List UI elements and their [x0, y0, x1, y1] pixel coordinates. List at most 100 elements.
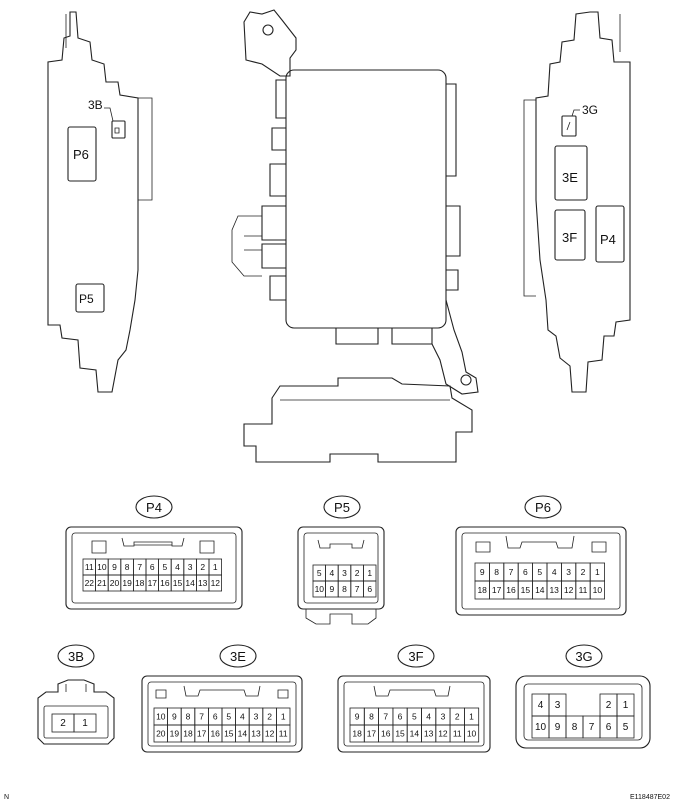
pin-number: 2	[581, 567, 586, 577]
connector-3F: 3F	[337, 644, 491, 753]
pin-number: 2	[455, 712, 460, 722]
pin-cell	[463, 724, 480, 743]
pin-number: 6	[398, 712, 403, 722]
pin-number: 22	[85, 578, 95, 588]
pin-number: 5	[163, 562, 168, 572]
pin-number: 9	[112, 562, 117, 572]
pin-number: 17	[367, 729, 377, 739]
pin-number: 18	[183, 729, 193, 739]
pin-number: 16	[506, 585, 516, 595]
pin-number: 16	[160, 578, 170, 588]
pin-number: 7	[509, 567, 514, 577]
pin-number: 17	[197, 729, 207, 739]
pin-number: 20	[156, 729, 166, 739]
pin-cell	[589, 580, 606, 600]
pin-number: 6	[523, 567, 528, 577]
label-3F-side: 3F	[562, 230, 577, 245]
label-P6-side: P6	[73, 147, 89, 162]
pin-number: 12	[211, 578, 221, 588]
pin-number: 14	[410, 729, 420, 739]
pin-number: 2	[606, 700, 612, 711]
pin-number: 4	[240, 712, 245, 722]
left-side-view	[47, 11, 153, 393]
pin-number: 1	[367, 568, 372, 578]
pin-number: 6	[606, 722, 612, 733]
connector-P6: P6	[455, 495, 627, 616]
pin-number: 10	[535, 722, 547, 733]
pin-number: 12	[438, 729, 448, 739]
pin-number: 13	[198, 578, 208, 588]
pin-number: 19	[122, 578, 132, 588]
label-3E-side: 3E	[562, 170, 578, 185]
pin-number: 3	[342, 568, 347, 578]
connector-3E-label: 3E	[230, 649, 246, 664]
pin-number: 12	[564, 585, 574, 595]
pin-number: 5	[317, 568, 322, 578]
pin-number: 11	[453, 729, 462, 739]
pin-number: 3	[566, 567, 571, 577]
pin-number: 1	[595, 567, 600, 577]
pin-number: 16	[210, 729, 220, 739]
pin-number: 8	[572, 722, 578, 733]
pin-cell	[73, 713, 97, 733]
pin-number: 14	[535, 585, 545, 595]
label-3B-side: 3B	[88, 98, 103, 112]
pin-number: 18	[135, 578, 145, 588]
pin-number: 1	[213, 562, 218, 572]
pin-number: 9	[480, 567, 485, 577]
connector-3B: 3B	[37, 644, 115, 745]
pin-number: 3	[254, 712, 259, 722]
pin-number: 5	[412, 712, 417, 722]
pin-number: 17	[148, 578, 158, 588]
pin-number: 9	[555, 722, 561, 733]
pin-number: 2	[200, 562, 205, 572]
pin-number: 2	[267, 712, 272, 722]
connector-P5: P5	[297, 495, 385, 625]
pin-number: 7	[383, 712, 388, 722]
pin-number: 15	[173, 578, 183, 588]
pin-number: 11	[279, 729, 288, 739]
pin-number: 5	[226, 712, 231, 722]
pin-number: 8	[494, 567, 499, 577]
pin-number: 8	[342, 584, 347, 594]
pin-number: 15	[395, 729, 405, 739]
pin-number: 7	[355, 584, 360, 594]
pin-number: 4	[538, 700, 544, 711]
connector-P4-label: P4	[146, 500, 162, 515]
pin-number: 7	[137, 562, 142, 572]
pin-number: 10	[467, 729, 477, 739]
pin-number: 8	[186, 712, 191, 722]
pin-number: 9	[330, 584, 335, 594]
connector-3G: 3G	[515, 644, 651, 749]
pin-number: 5	[623, 722, 629, 733]
pin-number: 10	[97, 562, 107, 572]
pin-number: 13	[251, 729, 261, 739]
pin-number: 10	[156, 712, 166, 722]
pin-number: 15	[521, 585, 531, 595]
pin-number: 5	[537, 567, 542, 577]
pin-number: 11	[579, 585, 588, 595]
footer-left-mark: N	[4, 794, 10, 801]
pin-number: 8	[369, 712, 374, 722]
pin-cell	[362, 580, 377, 598]
pin-number: 19	[170, 729, 180, 739]
connector-P6-label: P6	[535, 500, 551, 515]
pin-number: 18	[352, 729, 362, 739]
pin-number: 4	[552, 567, 557, 577]
pin-number: 20	[110, 578, 120, 588]
pin-number: 9	[172, 712, 177, 722]
pin-number: 6	[213, 712, 218, 722]
pin-number: 1	[82, 718, 88, 729]
pin-number: 6	[367, 584, 372, 594]
connector-3F-label: 3F	[408, 649, 423, 664]
pin-number: 8	[125, 562, 130, 572]
pin-number: 1	[281, 712, 286, 722]
center-block-view	[231, 9, 479, 463]
connector-3G-label: 3G	[575, 649, 592, 664]
pin-number: 16	[381, 729, 391, 739]
label-P4-side: P4	[600, 232, 616, 247]
